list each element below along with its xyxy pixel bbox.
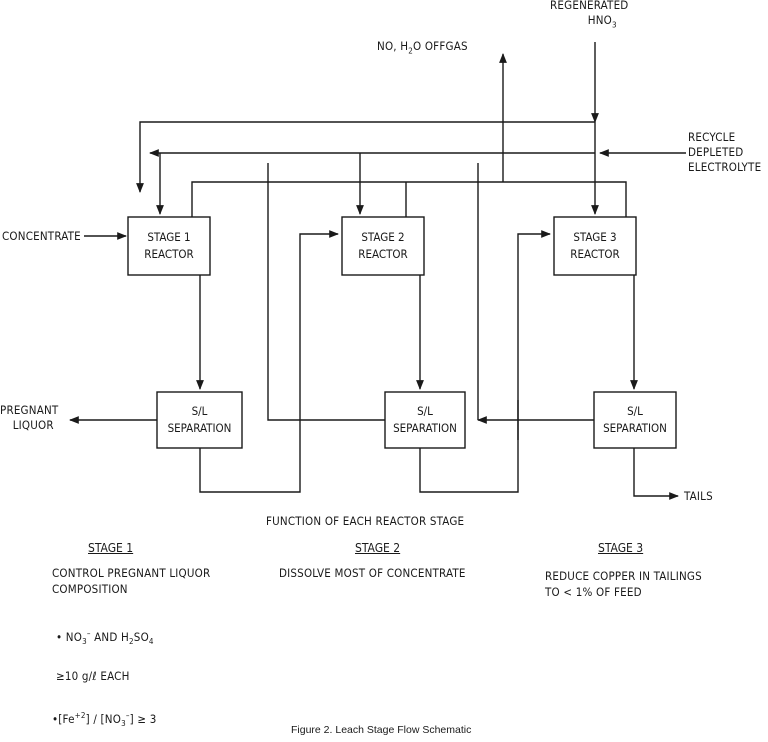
stage1-bullet2: ≥10 g/ℓ EACH — [56, 669, 130, 683]
recycle-line2: DEPLETED — [688, 145, 744, 159]
stage1-b3-b: ] / [NO — [85, 711, 122, 726]
stage1-function-line2: COMPOSITION — [52, 582, 128, 596]
pregnant-line2: LIQUOR — [12, 418, 54, 432]
stage2-liquor-recycle-line — [267, 163, 385, 421]
stage2-solids-line — [419, 230, 551, 493]
recycle-line3: ELECTROLYTE — [688, 160, 762, 174]
stage1-function-title: STAGE 1 — [88, 541, 134, 555]
regenerated-sub: 3 — [611, 20, 617, 30]
pregnant-liquor-label: PREGNANT LIQUOR — [0, 403, 58, 433]
tails-line — [633, 448, 679, 500]
stage1-bullet1: • NO3– AND H2SO4 — [56, 626, 154, 650]
stage1-b1-c: SO — [133, 629, 149, 644]
recycle-line1: RECYCLE — [688, 130, 736, 144]
offgas-sub: 2 — [408, 46, 414, 56]
stage1-b3-sup: +2 — [74, 711, 86, 720]
stage3-function-text: REDUCE COPPER IN TAILINGS TO < 1% OF FEE… — [545, 568, 702, 600]
stage1-bullet3: •[Fe+2] / [NO3–] ≥ 3 — [52, 708, 157, 732]
figure-caption: Figure 2. Leach Stage Flow Schematic — [291, 724, 472, 736]
stage2-reactor-line2: REACTOR — [358, 247, 408, 261]
stage3-sep-line1: S/L — [627, 404, 643, 418]
stage1-b1-sub: 3 — [82, 637, 87, 647]
stage1-reactor-line1: STAGE 1 — [147, 230, 191, 244]
stage2-sep-text: S/L SEPARATION — [385, 403, 465, 437]
stage1-b3-sub: 3 — [121, 719, 126, 729]
recycle-label: RECYCLE DEPLETED ELECTROLYTE — [688, 130, 761, 175]
stage1-b1-sub2: 2 — [129, 637, 134, 647]
functions-heading: FUNCTION OF EACH REACTOR STAGE — [266, 514, 465, 528]
stage1-b1-sub3: 4 — [148, 637, 154, 647]
stage1-reactor-text: STAGE 1 REACTOR — [128, 229, 210, 263]
offgas-b: O OFFGAS — [413, 39, 468, 53]
stage1-solids-line — [199, 230, 339, 493]
regenerated-line2: HNO — [587, 13, 612, 27]
stage1-reactor-box — [127, 216, 211, 276]
stage3-reactor-box — [553, 216, 637, 276]
stage1-sep-line1: S/L — [191, 404, 208, 418]
stage3-function-line2: TO < 1% OF FEED — [545, 585, 642, 599]
offgas-label: NO, H2O OFFGAS — [377, 39, 468, 58]
stage1-b1-b: AND H — [90, 629, 130, 644]
stage2-reactor-text: STAGE 2 REACTOR — [342, 229, 424, 263]
stage2-reactor-box — [341, 216, 425, 276]
stage3-function-title: STAGE 3 — [598, 541, 644, 555]
regenerated-line1: REGENERATED — [550, 0, 629, 12]
stage1-b3-sup2: – — [125, 711, 130, 720]
stage1-b1-sup: – — [86, 629, 91, 638]
pregnant-line1: PREGNANT — [0, 403, 59, 417]
stage1-b3-a: •[Fe — [52, 711, 75, 726]
stage2-function-title: STAGE 2 — [355, 541, 401, 555]
offgas-collector-line — [191, 181, 627, 217]
stage3-sep-line2: SEPARATION — [603, 421, 667, 435]
stage1-reactor-line2: REACTOR — [144, 247, 194, 261]
stage3-sep-text: S/L SEPARATION — [594, 403, 676, 437]
stage2-sep-line2: SEPARATION — [393, 421, 457, 435]
stage3-reactor-text: STAGE 3 REACTOR — [554, 229, 636, 263]
stage3-function-line1: REDUCE COPPER IN TAILINGS — [545, 569, 702, 583]
stage3-reactor-line1: STAGE 3 — [573, 230, 617, 244]
regenerated-label: REGENERATED HNO3 — [550, 0, 628, 32]
stage1-sep-text: S/L SEPARATION — [157, 403, 242, 437]
hno3-header-line — [136, 121, 595, 193]
stage1-function-text: CONTROL PREGNANT LIQUOR COMPOSITION — [52, 565, 210, 597]
stage1-sep-line2: SEPARATION — [167, 421, 232, 435]
tails-label: TAILS — [684, 489, 713, 503]
stage1-function-line1: CONTROL PREGNANT LIQUOR — [52, 566, 211, 580]
concentrate-label: CONCENTRATE — [2, 229, 81, 243]
stage3-reactor-line2: REACTOR — [570, 247, 620, 261]
stage1-b1-a: • NO — [56, 629, 83, 644]
offgas-a: NO, H — [377, 39, 409, 53]
stage2-sep-line1: S/L — [417, 404, 433, 418]
stage2-function-line1: DISSOLVE MOST OF CONCENTRATE — [279, 566, 466, 580]
stage2-reactor-line1: STAGE 2 — [361, 230, 405, 244]
stage1-b3-c: ] ≥ 3 — [129, 711, 157, 726]
